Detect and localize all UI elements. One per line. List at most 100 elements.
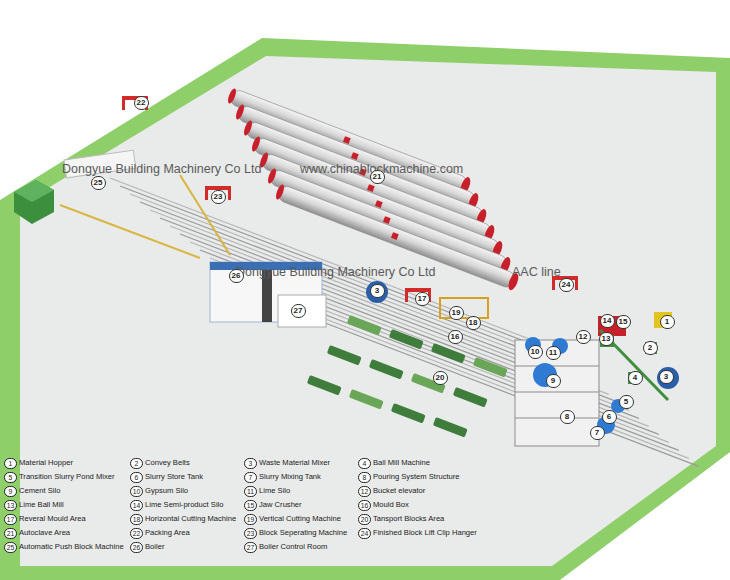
gantry-leg [205,186,208,200]
callout-number: 1 [660,315,675,329]
mould-box [327,345,362,366]
gantry-leg [228,186,231,200]
legend-number: 9 [4,486,17,497]
mould-box [433,417,468,438]
legend-text: Ball Mill Machine [373,458,430,467]
callout-number: 6 [602,410,617,424]
legend-text: Reveral Mould Area [19,514,86,523]
legend-number: 18 [130,514,143,525]
legend-text: Mould Box [373,500,409,509]
callout-number: 25 [91,176,106,190]
watermark: Dongyue Building Machinery Co Ltd [236,265,435,279]
callout-number: 3 [659,370,674,384]
legend-number: 25 [4,542,17,553]
callout-number: 3 [370,284,385,298]
mould-box [453,387,488,408]
legend-text: Bucket elevator [373,486,425,495]
rail-track [230,274,669,442]
autoclave-door [274,183,285,200]
callout-number: 27 [291,304,306,318]
tower-floor [515,418,599,419]
legend-text: Convey Belts [145,458,190,467]
mould-box [369,359,404,380]
callout-number: 20 [433,371,448,385]
control-room [278,295,326,327]
callout-number: 4 [628,371,643,385]
callout-number: 8 [560,410,575,424]
gantry-leg [122,96,125,110]
callout-number: 9 [546,374,561,388]
autoclave-door [226,87,237,104]
gantry-leg [575,276,578,290]
mould-box [431,343,466,364]
autoclave-door [242,119,253,136]
legend-text: Automatic Push Block Machine [19,542,124,551]
legend-text: Jaw Crusher [259,500,302,509]
callout-number: 26 [229,269,244,283]
rail-track [180,234,619,402]
legend-number: 17 [4,514,17,525]
mould-box [389,329,424,350]
callout-number: 16 [448,330,463,344]
legend-text: Block Seperating Machine [259,528,347,537]
transfer-rail [180,175,230,255]
autoclave-mark [383,216,391,224]
rail-track [110,178,549,346]
legend-number: 10 [130,486,143,497]
legend-text: Lime Ball Mill [19,500,64,509]
legend-text: Horizontal Cutting Machine [145,514,236,523]
legend-text: Boiler Control Room [259,542,327,551]
mould-box [391,403,426,424]
legend-text: Lime Semi-product Silo [145,500,224,509]
legend-number: 6 [130,472,143,483]
callout-number: 17 [415,292,430,306]
legend-number: 15 [244,500,257,511]
autoclave-door [250,135,261,152]
legend-text: Slurry Store Tank [145,472,203,481]
legend-text: Autoclave Area [19,528,70,537]
callout-number: 21 [370,170,385,184]
legend-text: Transition Slurry Pond Mixer [19,472,115,481]
autoclave-mark [351,152,359,160]
legend-number: 26 [130,542,143,553]
autoclave-door [266,167,277,184]
legend-number: 8 [358,472,371,483]
callout-number: 5 [619,395,634,409]
callout-number: 18 [466,316,481,330]
finished-blocks [14,180,54,224]
rail-track [250,290,689,458]
legend-text: Packing Area [145,528,190,537]
callout-number: 2 [643,341,658,355]
legend-text: Lime Silo [259,486,290,495]
legend-text: Vertical Cutting Machine [259,514,341,523]
mould-box [349,389,384,410]
legend-text: Material Hopper [19,458,73,467]
legend-text: Waste Material Mixer [259,458,330,467]
callout-number: 19 [449,306,464,320]
callout-number: 13 [599,332,614,346]
legend-text: Gypsum Silo [145,486,188,495]
autoclave-mark [391,232,399,240]
legend-number: 13 [4,500,17,511]
callout-number: 24 [559,278,574,292]
tower-floor [515,366,599,367]
transfer-rail [60,205,200,258]
legend-text: Finished Block Lift Clip Hanger [373,528,477,537]
pouring-tower [515,340,599,446]
legend-number: 2 [130,458,143,469]
autoclave-door [234,103,245,120]
legend-number: 7 [244,472,257,483]
watermark: Dongyue Building Machinery Co Ltd [62,162,261,176]
callout-number: 22 [134,96,149,110]
callout-number: 15 [616,315,631,329]
legend-text: Tansport Blocks Area [373,514,444,523]
legend-number: 19 [244,514,257,525]
legend-number: 4 [358,458,371,469]
tower-floor [515,392,599,393]
legend-number: 1 [4,458,17,469]
legend-number: 3 [244,458,257,469]
watermark: AAC line [512,265,561,279]
legend-number: 23 [244,528,257,539]
rail-track [170,226,609,394]
mould-box [347,315,382,336]
